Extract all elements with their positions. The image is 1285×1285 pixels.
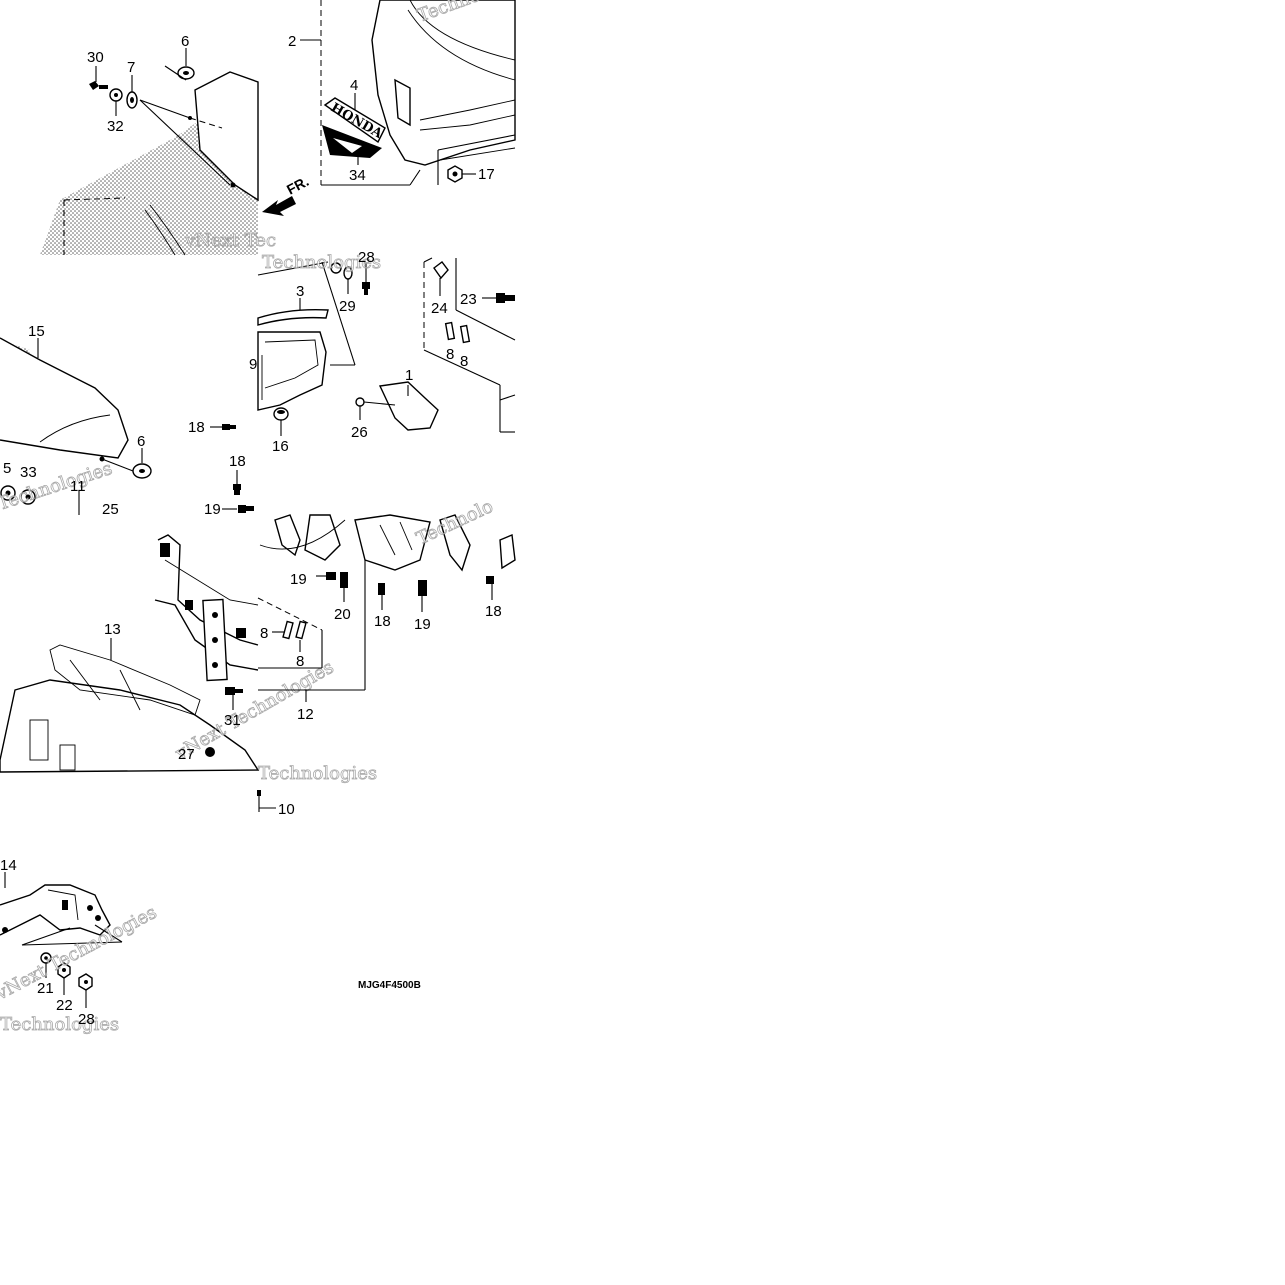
callout-5: 5 bbox=[3, 460, 11, 477]
screw-18a bbox=[210, 424, 236, 430]
watermark-7: Technologies bbox=[258, 763, 377, 784]
callout-14: 14 bbox=[0, 857, 17, 874]
windscreen-part-15 bbox=[0, 337, 129, 459]
grommet-28a bbox=[330, 262, 342, 274]
callout-31: 31 bbox=[224, 712, 241, 729]
callout-29: 29 bbox=[339, 298, 356, 315]
callout-24: 24 bbox=[431, 300, 448, 317]
callout-16: 16 bbox=[272, 438, 289, 455]
callout-12: 12 bbox=[297, 706, 314, 723]
callout-17: 17 bbox=[478, 166, 495, 183]
bolt-31 bbox=[225, 687, 243, 710]
callout-22: 22 bbox=[56, 997, 73, 1014]
bracket-1 bbox=[378, 381, 439, 431]
pin-8d bbox=[295, 620, 307, 640]
bolt-30 bbox=[89, 66, 108, 90]
callout-20: 20 bbox=[334, 606, 351, 623]
callout-27: 27 bbox=[178, 746, 195, 763]
callout-18a: 18 bbox=[188, 419, 205, 436]
callout-19b: 19 bbox=[290, 571, 307, 588]
screw-18d bbox=[486, 576, 494, 600]
windscreen-edge-piece bbox=[194, 71, 259, 202]
watermark-4: Technologies bbox=[262, 252, 381, 273]
callout-10: 10 bbox=[278, 801, 295, 818]
callout-19c: 19 bbox=[414, 616, 431, 633]
callout-33: 33 bbox=[20, 464, 37, 481]
screw-19b bbox=[316, 572, 336, 580]
callout-30: 30 bbox=[87, 49, 104, 66]
callout-28a: 28 bbox=[358, 249, 375, 266]
pin-8a bbox=[444, 321, 456, 341]
callout-28b: 28 bbox=[78, 1011, 95, 1028]
callout-2: 2 bbox=[288, 33, 296, 50]
tile-fasteners: Technolo 19 20 18 19 18 8 8 12 Technolog… bbox=[257, 495, 516, 818]
pin-8c bbox=[282, 620, 294, 640]
watermark-1: vNext Tec bbox=[184, 230, 276, 251]
trim-strip-3 bbox=[257, 309, 329, 326]
callout-15: 15 bbox=[28, 323, 45, 340]
callout-34: 34 bbox=[349, 167, 366, 184]
tile-side-cover: Technologies 28 29 3 9 16 24 23 8 8 1 26 bbox=[249, 249, 516, 455]
callout-7: 7 bbox=[127, 59, 135, 76]
nut-27 bbox=[205, 747, 215, 757]
callout-19a: 19 bbox=[204, 501, 221, 518]
screw-18c bbox=[378, 583, 385, 610]
callout-4: 4 bbox=[350, 77, 358, 94]
tile-inner-frame: vNext Technologies 13 31 27 bbox=[0, 534, 338, 773]
screw-20 bbox=[340, 572, 348, 602]
bracket-14 bbox=[0, 884, 111, 936]
callout-8a: 8 bbox=[446, 346, 454, 363]
callout-6b: 6 bbox=[137, 433, 145, 450]
fr-label: FR. bbox=[284, 173, 311, 198]
clip-24 bbox=[433, 261, 449, 280]
callout-13: 13 bbox=[104, 621, 121, 638]
screw-19a bbox=[222, 505, 254, 513]
clip-10 bbox=[257, 790, 276, 812]
callout-26: 26 bbox=[351, 424, 368, 441]
screw-19c bbox=[418, 580, 427, 612]
callout-18d: 18 bbox=[485, 603, 502, 620]
callout-8c: 8 bbox=[260, 625, 268, 642]
side-panel bbox=[257, 331, 327, 411]
callout-11: 11 bbox=[70, 478, 86, 495]
callout-1: 1 bbox=[405, 367, 413, 384]
upper-cowl-part-2 bbox=[371, 0, 516, 166]
callout-18c: 18 bbox=[374, 613, 391, 630]
screw-28 bbox=[362, 263, 370, 295]
callout-6a: 6 bbox=[181, 33, 189, 50]
callout-3: 3 bbox=[296, 283, 304, 300]
wing-emblem-34 bbox=[322, 125, 382, 165]
watermark-9: Technologies bbox=[0, 1014, 119, 1035]
bolt-23 bbox=[482, 293, 515, 303]
screw-18b bbox=[233, 470, 241, 495]
tile-upper-cowl: HONDA Technolo 2 4 34 17 bbox=[288, 0, 516, 186]
tile-windscreen-mount: FR. vNext Tec 30 7 6 32 bbox=[40, 33, 311, 256]
callout-21: 21 bbox=[37, 980, 54, 997]
pin-8b bbox=[459, 324, 471, 344]
callout-25: 25 bbox=[102, 501, 119, 518]
diagram-code: MJG4F4500B bbox=[358, 980, 421, 991]
screw-26 bbox=[355, 397, 396, 420]
callout-8d: 8 bbox=[296, 653, 304, 670]
watermark-3: Technologies bbox=[0, 458, 115, 515]
callout-8b: 8 bbox=[460, 353, 468, 370]
front-direction-arrow: FR. bbox=[262, 173, 311, 216]
callout-18b: 18 bbox=[229, 453, 246, 470]
callout-32: 32 bbox=[107, 118, 124, 135]
callout-23: 23 bbox=[460, 291, 477, 308]
tile-windscreen: Technologies 15 18 6 18 5 33 11 25 19 bbox=[0, 323, 254, 518]
tile-mounting-bracket: vNext Technologies Technologies 14 21 22… bbox=[0, 857, 161, 1035]
nut-17 bbox=[447, 165, 476, 183]
callout-9: 9 bbox=[249, 356, 257, 373]
